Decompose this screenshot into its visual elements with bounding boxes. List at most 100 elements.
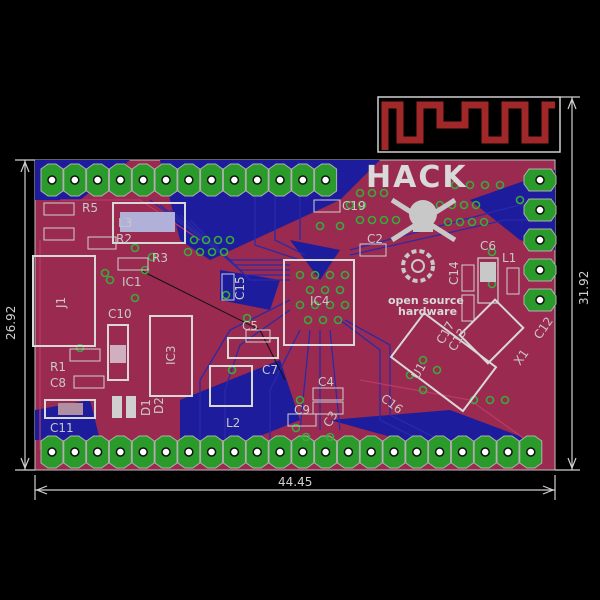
via bbox=[320, 285, 330, 295]
via bbox=[207, 247, 217, 257]
header-pin bbox=[131, 163, 155, 197]
header-pin bbox=[222, 163, 246, 197]
dimension-lines bbox=[15, 96, 580, 500]
via bbox=[325, 300, 335, 310]
hack-logo-text: HACK bbox=[366, 160, 468, 195]
via bbox=[459, 200, 469, 210]
via bbox=[391, 215, 401, 225]
header-pin bbox=[131, 435, 155, 469]
via bbox=[75, 343, 85, 353]
via bbox=[130, 293, 140, 303]
via bbox=[310, 300, 320, 310]
via bbox=[418, 355, 428, 365]
via bbox=[301, 432, 311, 442]
header-pin bbox=[523, 258, 557, 282]
via bbox=[367, 188, 377, 198]
via bbox=[325, 270, 335, 280]
via bbox=[325, 432, 335, 442]
via bbox=[213, 235, 223, 245]
label-J1: J1 bbox=[54, 297, 68, 309]
header-pin bbox=[154, 435, 178, 469]
label-C3: C3 bbox=[320, 409, 340, 430]
label-C8: C8 bbox=[50, 376, 66, 390]
via bbox=[443, 217, 453, 227]
via bbox=[305, 285, 315, 295]
via bbox=[479, 217, 489, 227]
via bbox=[495, 180, 505, 190]
via bbox=[357, 200, 367, 210]
header-pin bbox=[523, 168, 557, 192]
via bbox=[480, 180, 490, 190]
via bbox=[379, 188, 389, 198]
header-pin bbox=[268, 163, 292, 197]
via bbox=[418, 385, 428, 395]
dimension-height-left: 26.92 bbox=[4, 306, 18, 340]
via bbox=[183, 247, 193, 257]
label-L3: L3 bbox=[118, 216, 132, 230]
dimension-width: 44.45 bbox=[278, 475, 312, 489]
label-R2: R2 bbox=[116, 232, 132, 246]
label-C5: C5 bbox=[242, 319, 258, 333]
header-pin bbox=[519, 435, 543, 469]
label-C9: C9 bbox=[294, 403, 310, 417]
header-pins-top bbox=[40, 163, 338, 197]
component-outlines bbox=[32, 199, 525, 427]
via bbox=[333, 315, 343, 325]
label-C4: C4 bbox=[318, 375, 334, 389]
via bbox=[130, 243, 140, 253]
header-pin bbox=[314, 163, 338, 197]
via bbox=[201, 235, 211, 245]
via bbox=[295, 395, 305, 405]
via bbox=[355, 188, 365, 198]
header-pin bbox=[177, 163, 201, 197]
via bbox=[295, 270, 305, 280]
via bbox=[515, 195, 525, 205]
label-C10: C10 bbox=[108, 307, 132, 321]
via bbox=[335, 285, 345, 295]
header-pin bbox=[108, 435, 132, 469]
header-pin bbox=[154, 163, 178, 197]
via bbox=[105, 275, 115, 285]
header-pin bbox=[177, 435, 201, 469]
header-pin bbox=[200, 163, 224, 197]
header-pin bbox=[40, 163, 64, 197]
skull-logo-icon bbox=[390, 197, 457, 243]
oshw-text-line1: open source bbox=[388, 294, 464, 307]
label-D1: D1 bbox=[139, 399, 153, 416]
header-pin bbox=[108, 163, 132, 197]
label-C15: C15 bbox=[233, 276, 247, 300]
via bbox=[291, 423, 301, 433]
via bbox=[471, 200, 481, 210]
via bbox=[242, 313, 252, 323]
via bbox=[345, 200, 355, 210]
header-pin bbox=[496, 435, 520, 469]
via bbox=[340, 300, 350, 310]
label-R3: R3 bbox=[152, 251, 168, 265]
header-pin bbox=[222, 435, 246, 469]
dimension-height-right: 31.92 bbox=[577, 271, 591, 305]
oshw-gear-icon bbox=[401, 249, 435, 283]
header-pin bbox=[245, 163, 269, 197]
via bbox=[355, 215, 365, 225]
via bbox=[318, 315, 328, 325]
header-pin bbox=[405, 435, 429, 469]
via bbox=[367, 215, 377, 225]
header-pin bbox=[450, 435, 474, 469]
header-pin bbox=[523, 228, 557, 252]
label-IC1: IC1 bbox=[122, 275, 142, 289]
via bbox=[219, 247, 229, 257]
via bbox=[310, 270, 320, 280]
via bbox=[487, 247, 497, 257]
label-L1: L1 bbox=[502, 251, 516, 265]
header-pin bbox=[382, 435, 406, 469]
header-pin bbox=[523, 198, 557, 222]
label-R1: R1 bbox=[50, 360, 66, 374]
via bbox=[455, 217, 465, 227]
via bbox=[303, 315, 313, 325]
header-pin bbox=[523, 288, 557, 312]
via bbox=[450, 180, 460, 190]
vias bbox=[75, 180, 525, 442]
label-C2: C2 bbox=[367, 232, 383, 246]
via bbox=[225, 235, 235, 245]
header-pin bbox=[200, 435, 224, 469]
